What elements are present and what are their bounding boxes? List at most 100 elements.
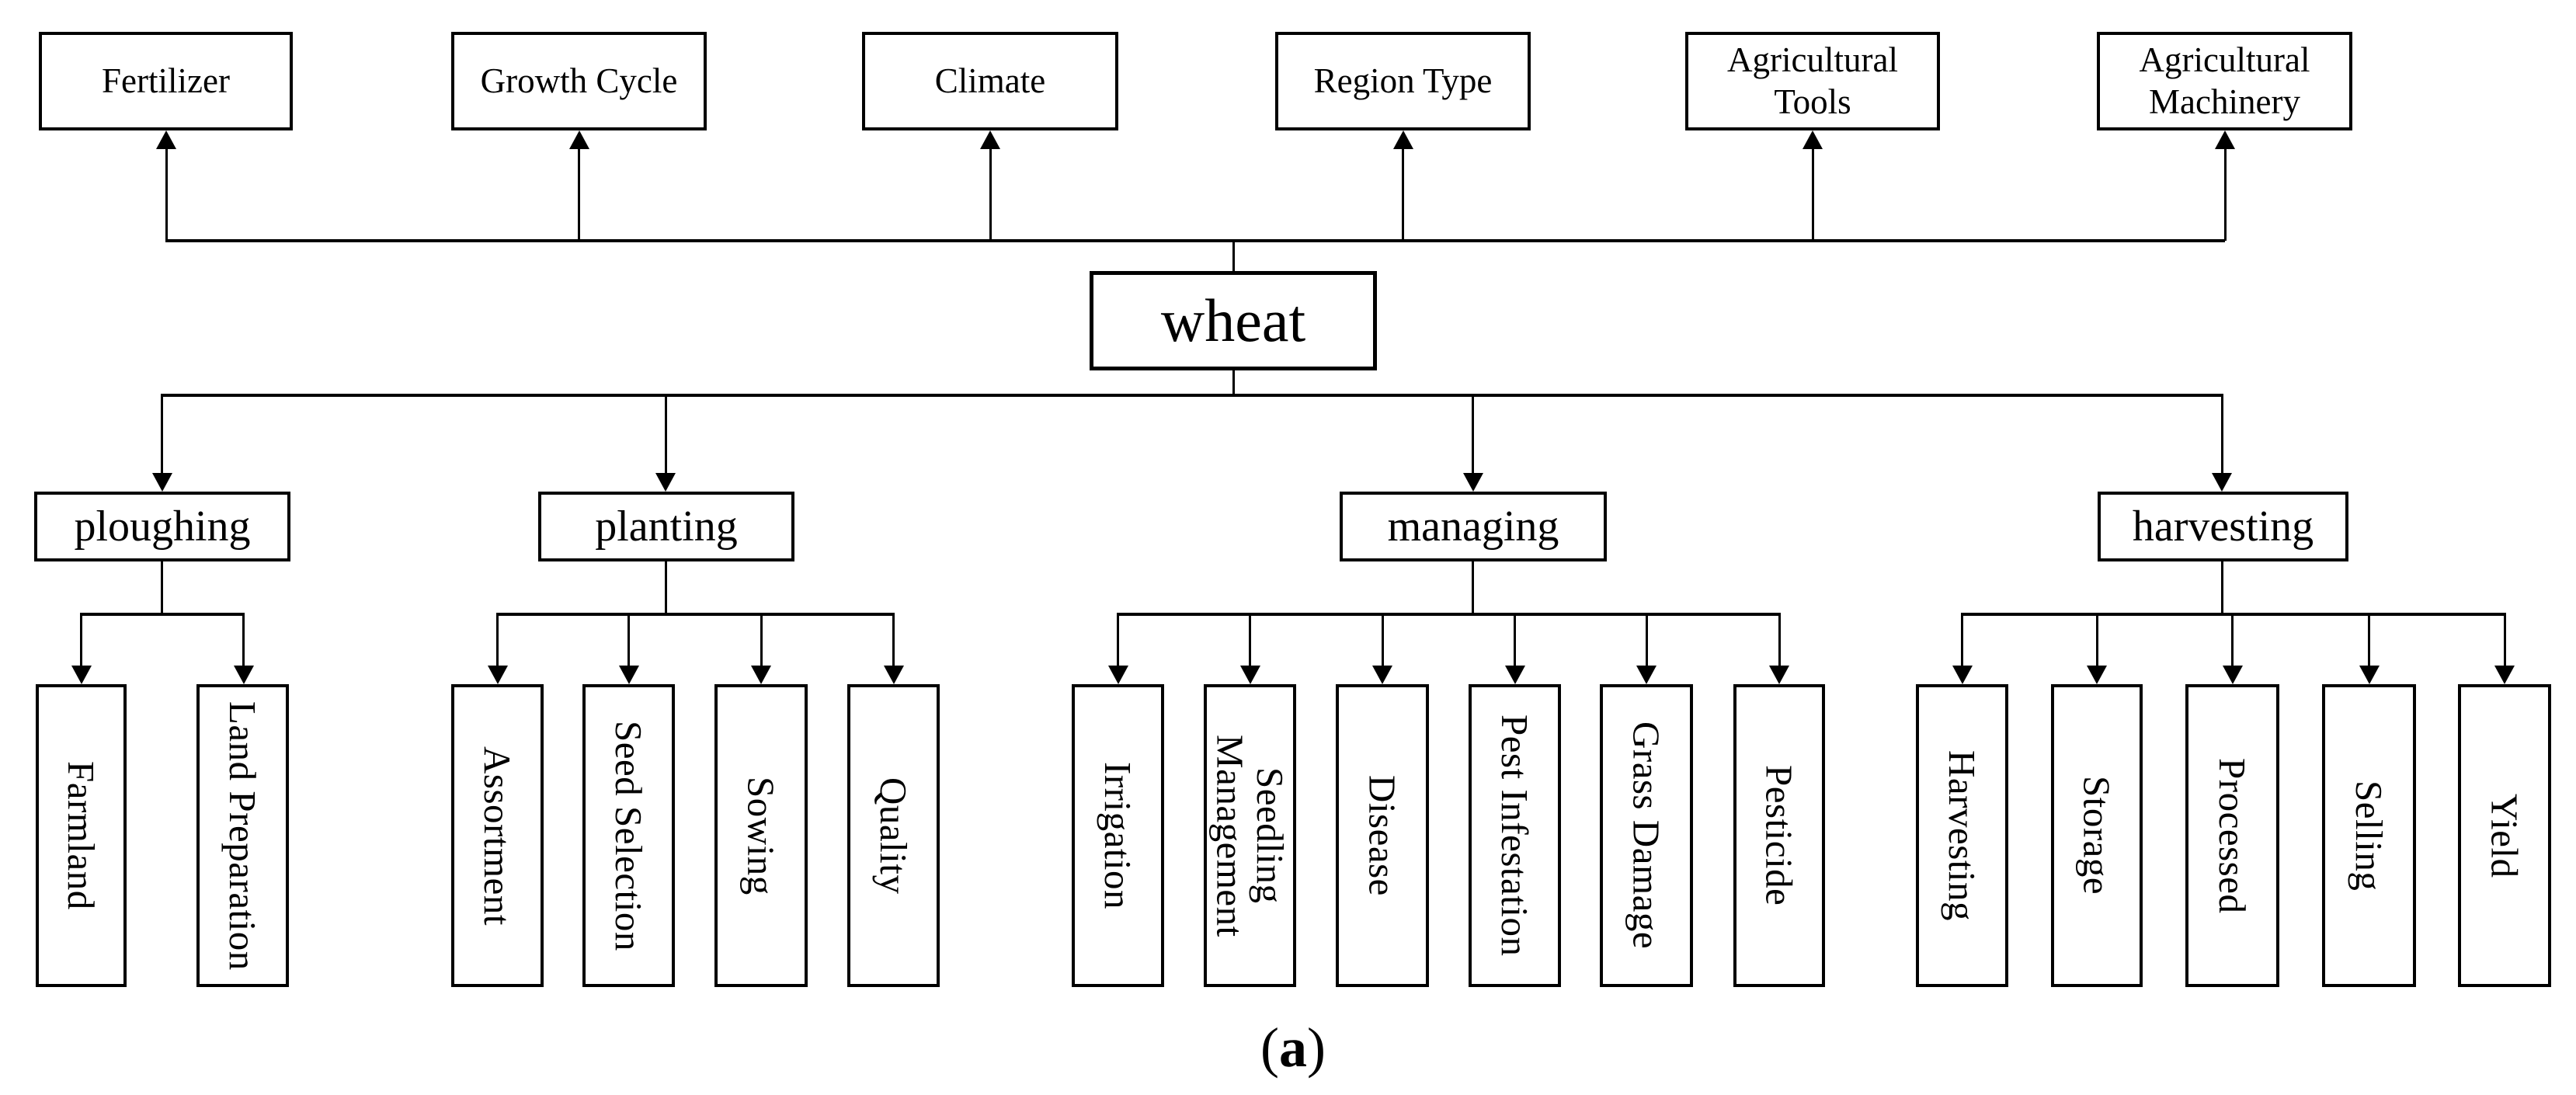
node-assortment: Assortment — [451, 684, 544, 987]
arrowhead-up-icon — [1803, 130, 1823, 149]
arrowhead-down-icon — [1769, 666, 1789, 684]
connector-line — [1778, 613, 1781, 667]
connector-line — [161, 394, 163, 473]
arrowhead-up-icon — [980, 130, 1000, 149]
arrowhead-down-icon — [1372, 666, 1392, 684]
node-label: managing — [1387, 502, 1559, 551]
arrowhead-down-icon — [2359, 666, 2380, 684]
node-label: Agricultural Machinery — [2139, 40, 2310, 121]
node-harvesting-leaf: Harvesting — [1916, 684, 2008, 987]
arrowhead-down-icon — [618, 666, 639, 684]
node-label: Storage — [2075, 776, 2119, 895]
node-pest-infestation: Pest Infestation — [1469, 684, 1561, 987]
arrowhead-down-icon — [655, 473, 676, 492]
node-ploughing: ploughing — [34, 492, 290, 561]
arrowhead-down-icon — [151, 473, 172, 492]
connector-line — [161, 560, 163, 614]
node-storage: Storage — [2051, 684, 2143, 987]
node-pesticide: Pesticide — [1733, 684, 1825, 987]
node-planting: planting — [538, 492, 794, 561]
connector-line — [165, 144, 168, 241]
caption-paren-open: ( — [1260, 1017, 1279, 1079]
bus-line-ploughing — [80, 613, 244, 616]
figure-caption: (a) — [1215, 1016, 1371, 1080]
arrowhead-down-icon — [751, 666, 771, 684]
arrowhead-up-icon — [156, 130, 176, 149]
arrowhead-down-icon — [1107, 666, 1128, 684]
node-fertilizer: Fertilizer — [39, 32, 293, 130]
arrowhead-down-icon — [2087, 666, 2107, 684]
node-label: Seedling Management — [1208, 734, 1291, 937]
arrowhead-up-icon — [2215, 130, 2235, 149]
bus-line-top — [165, 239, 2225, 242]
connector-line — [1472, 394, 1474, 473]
node-label: Sowing — [739, 776, 783, 895]
node-seed-selection: Seed Selection — [582, 684, 675, 987]
node-label: Agricultural Tools — [1727, 40, 1898, 121]
connector-line — [2095, 613, 2098, 667]
arrowhead-down-icon — [2212, 473, 2233, 492]
node-label: ploughing — [74, 502, 251, 551]
node-land-preparation: Land Preparation — [196, 684, 289, 987]
node-label: Yield — [2483, 793, 2526, 878]
connector-line — [2231, 613, 2234, 667]
connector-line — [2503, 613, 2506, 667]
node-label: Selling — [2348, 780, 2391, 892]
arrowhead-down-icon — [1952, 666, 1973, 684]
bus-line-managing — [1117, 613, 1780, 616]
node-region-type: Region Type — [1275, 32, 1531, 130]
node-yield: Yield — [2458, 684, 2551, 987]
node-label: Pesticide — [1757, 765, 1801, 906]
node-label: Processed — [2211, 757, 2254, 914]
caption-paren-close: ) — [1307, 1017, 1326, 1079]
node-climate: Climate — [862, 32, 1118, 130]
node-label: Seed Selection — [607, 720, 651, 951]
connector-line — [2220, 394, 2223, 473]
node-selling: Selling — [2322, 684, 2416, 987]
connector-line — [664, 394, 667, 473]
bus-line-planting — [496, 613, 895, 616]
node-label: Growth Cycle — [480, 61, 678, 100]
caption-letter: a — [1279, 1017, 1307, 1079]
arrowhead-down-icon — [1239, 666, 1260, 684]
connector-line — [1117, 613, 1119, 667]
arrowhead-up-icon — [568, 130, 589, 149]
node-label: Climate — [934, 61, 1046, 100]
node-wheat: wheat — [1090, 271, 1377, 370]
arrowhead-down-icon — [233, 666, 254, 684]
connector-line — [1645, 613, 1648, 667]
bus-line-stages — [161, 394, 2222, 397]
connector-line — [1514, 613, 1516, 667]
arrowhead-down-icon — [2494, 666, 2515, 684]
arrowhead-down-icon — [2222, 666, 2243, 684]
node-disease: Disease — [1336, 684, 1429, 987]
node-grass-damage: Grass Damage — [1600, 684, 1693, 987]
node-label: Grass Damage — [1625, 721, 1668, 950]
arrowhead-up-icon — [1392, 130, 1413, 149]
connector-line — [2223, 144, 2227, 241]
arrowhead-down-icon — [1636, 666, 1656, 684]
arrowhead-down-icon — [883, 666, 904, 684]
connector-line — [1961, 613, 1963, 667]
node-managing: managing — [1340, 492, 1607, 561]
arrowhead-down-icon — [487, 666, 508, 684]
connector-line — [1232, 367, 1235, 397]
connector-line — [2368, 613, 2370, 667]
connector-line — [989, 144, 992, 241]
connector-line — [1381, 613, 1384, 667]
node-label: Irrigation — [1097, 761, 1140, 910]
connector-line — [664, 560, 667, 614]
node-processed: Processed — [2185, 684, 2279, 987]
connector-line — [760, 613, 763, 667]
connector-line — [1472, 560, 1474, 614]
node-label: Fertilizer — [102, 61, 230, 100]
node-label: Quality — [872, 777, 916, 895]
node-sowing: Sowing — [714, 684, 808, 987]
node-label: Harvesting — [1941, 750, 1984, 921]
node-label: Land Preparation — [221, 700, 265, 971]
node-quality: Quality — [847, 684, 940, 987]
node-agricultural-machinery: Agricultural Machinery — [2097, 32, 2352, 130]
connector-line — [496, 613, 499, 667]
connector-line — [892, 613, 895, 667]
node-harvesting: harvesting — [2098, 492, 2348, 561]
